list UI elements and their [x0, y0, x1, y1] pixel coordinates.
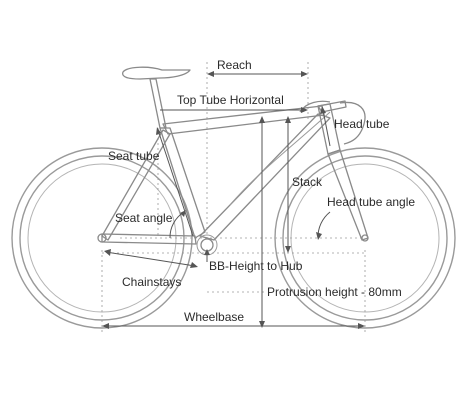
- fork: [327, 149, 369, 241]
- label-seat-angle: Seat angle: [115, 211, 173, 225]
- label-head-tube-angle: Head tube angle: [327, 195, 415, 209]
- seat-post: [149, 78, 167, 129]
- label-stack: Stack: [292, 175, 323, 189]
- seat-stays-shape: [101, 129, 171, 241]
- cable: [229, 111, 331, 206]
- handlebar: [339, 101, 366, 145]
- guide-lines: [101, 62, 366, 332]
- label-reach: Reach: [217, 58, 252, 72]
- down-tube-shape: [199, 113, 331, 241]
- stem: [317, 100, 347, 113]
- label-bb-height-to-hub: BB-Height to Hub: [209, 259, 303, 273]
- label-seat-tube: Seat tube: [108, 149, 160, 163]
- label-wheelbase: Wheelbase: [184, 310, 244, 324]
- label-protrusion-height: Protrusion height - 80mm: [267, 285, 402, 299]
- label-top-tube-horizontal: Top Tube Horizontal: [177, 93, 284, 107]
- seat-tube-shape: [159, 127, 206, 239]
- label-chainstays: Chainstays: [122, 275, 181, 289]
- saddle: [122, 66, 191, 80]
- dimension-lines: [102, 71, 365, 329]
- label-head-tube: Head tube: [334, 117, 390, 131]
- labels: Reach Top Tube Horizontal Head tube Seat…: [108, 58, 415, 324]
- chain-stays-shape: [101, 233, 197, 245]
